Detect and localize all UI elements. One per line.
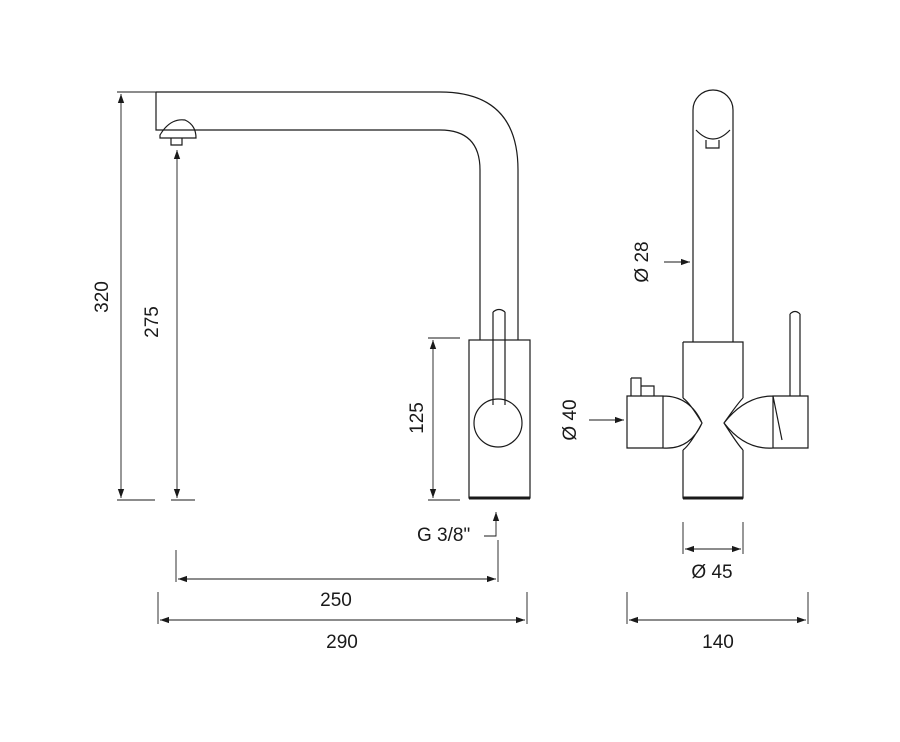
side-lever-knob (473, 398, 523, 448)
front-dimensions: Ø 28 Ø 40 Ø 45 140 (560, 241, 809, 653)
dim-label-290: 290 (326, 632, 358, 653)
side-body (468, 339, 531, 499)
side-spout-outline (155, 91, 519, 340)
front-spout-column (692, 89, 734, 342)
thread-leader (484, 512, 500, 537)
dim-label-28: Ø 28 (632, 241, 653, 282)
front-right-lever (789, 310, 801, 396)
dim-label-140: 140 (702, 632, 734, 653)
front-spout-outlet (695, 129, 731, 149)
front-view (626, 89, 809, 500)
dim-label-320: 320 (92, 281, 113, 313)
dim-label-125: 125 (407, 402, 428, 434)
dim-label-thread: G 3/8" (417, 525, 470, 546)
front-body (682, 341, 744, 499)
front-left-handle (626, 395, 703, 451)
side-lever-stem (492, 308, 506, 405)
side-aerator (159, 119, 197, 146)
dim-label-45: Ø 45 (691, 562, 732, 583)
side-view (155, 91, 531, 500)
dim-label-275: 275 (142, 306, 163, 338)
front-left-stem (630, 377, 655, 396)
dim-label-250: 250 (320, 590, 352, 611)
dim-label-40: Ø 40 (560, 399, 581, 440)
side-dimensions: 320 275 125 G 3/8" 250 290 (92, 91, 528, 653)
front-right-handle (723, 395, 809, 451)
